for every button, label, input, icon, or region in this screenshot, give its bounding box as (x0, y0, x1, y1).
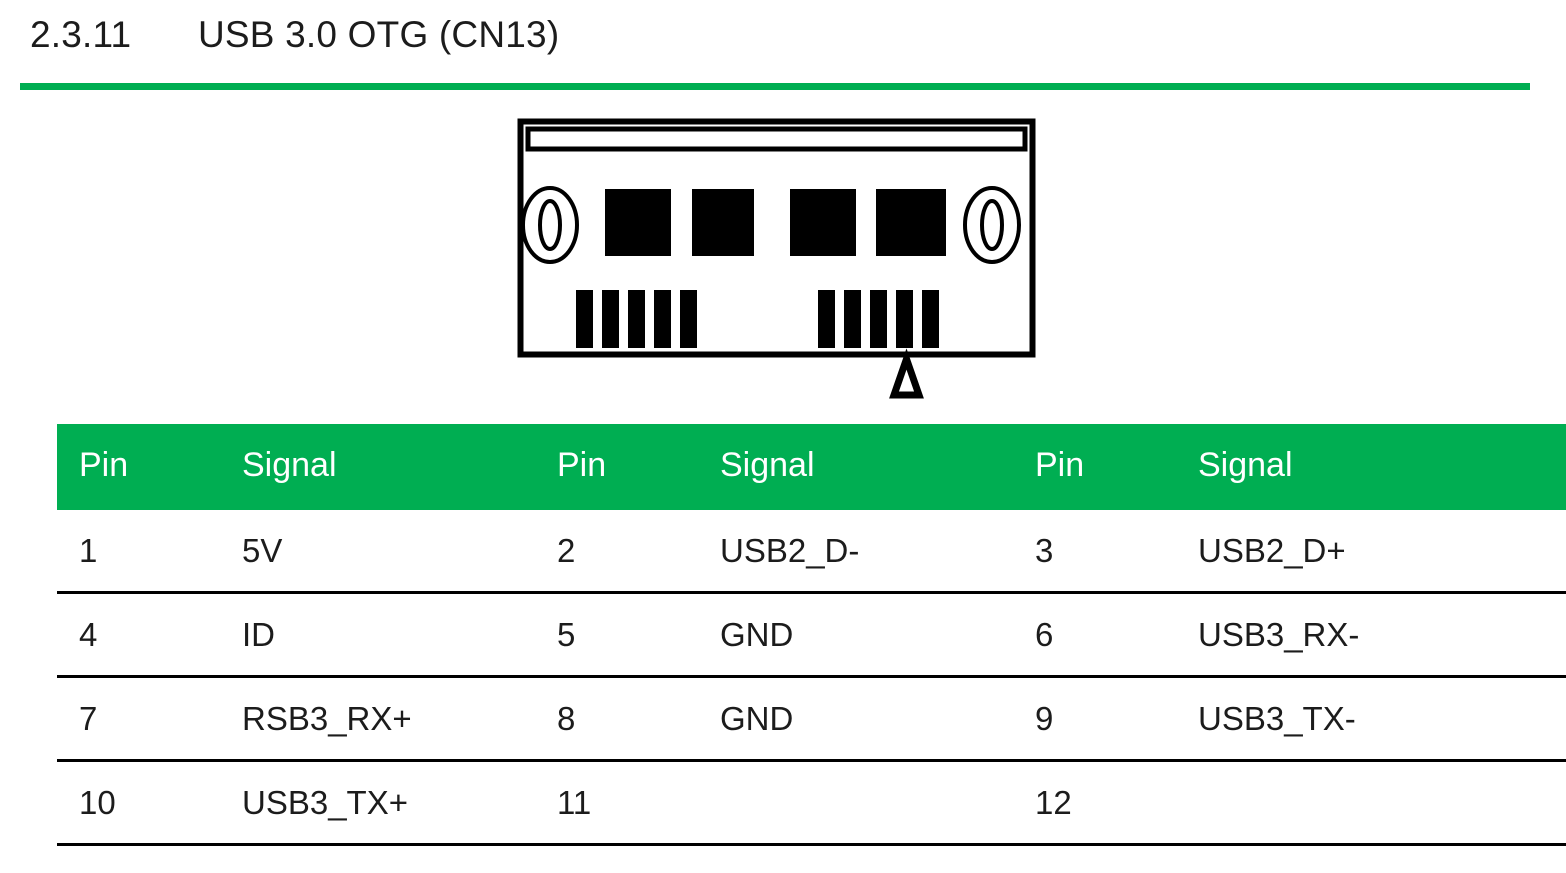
column-header-signal-3: Signal (1176, 424, 1566, 510)
connector-body-outline (517, 118, 1036, 358)
mounting-hole-left-icon (521, 186, 579, 264)
cell-signal: USB2_D+ (1176, 510, 1566, 594)
cell-pin: 7 (57, 676, 220, 762)
table-header-row: Pin Signal Pin Signal Pin Signal (57, 424, 1566, 510)
cell-signal: 5V (220, 510, 535, 594)
column-header-signal-1: Signal (220, 424, 535, 510)
column-header-pin-3: Pin (1013, 424, 1176, 510)
column-header-pin-1: Pin (57, 424, 220, 510)
cell-signal: RSB3_RX+ (220, 676, 535, 762)
table-row: 1 5V 2 USB2_D- 3 USB2_D+ (57, 510, 1566, 594)
cell-pin: 2 (535, 510, 698, 594)
cell-signal: GND (698, 676, 1013, 762)
heading-rule-divider (20, 83, 1530, 90)
section-number: 2.3.11 (30, 14, 132, 55)
cell-signal (1176, 760, 1566, 846)
section-title: USB 3.0 OTG (CN13) (198, 14, 560, 55)
table-row: 7 RSB3_RX+ 8 GND 9 USB3_TX- (57, 676, 1566, 762)
cell-signal (698, 760, 1013, 846)
cell-signal: USB3_TX- (1176, 676, 1566, 762)
connector-top-strip (525, 126, 1028, 152)
cell-signal: GND (698, 592, 1013, 678)
cell-signal: ID (220, 592, 535, 678)
pinout-table-header: Pin Signal Pin Signal Pin Signal (57, 424, 1566, 510)
orientation-triangle-icon (889, 348, 924, 399)
pinout-table: Pin Signal Pin Signal Pin Signal 1 5V 2 … (57, 424, 1566, 846)
table-row: 4 ID 5 GND 6 USB3_RX- (57, 592, 1566, 678)
cell-pin: 8 (535, 676, 698, 762)
column-header-pin-2: Pin (535, 424, 698, 510)
pinout-table-body: 1 5V 2 USB2_D- 3 USB2_D+ 4 ID 5 GND 6 US… (57, 510, 1566, 846)
connector-diagram (0, 110, 1566, 405)
column-header-signal-2: Signal (698, 424, 1013, 510)
solder-pad-2 (692, 189, 754, 256)
cell-pin: 12 (1013, 760, 1176, 846)
solder-pad-4 (876, 189, 946, 256)
pin-bar-group-left (576, 290, 697, 348)
cell-pin: 6 (1013, 592, 1176, 678)
mounting-hole-right-icon (963, 186, 1021, 264)
solder-pad-1 (605, 189, 671, 256)
cell-signal: USB2_D- (698, 510, 1013, 594)
table-row: 10 USB3_TX+ 11 12 (57, 760, 1566, 846)
cell-signal: USB3_RX- (1176, 592, 1566, 678)
cell-pin: 3 (1013, 510, 1176, 594)
page-title: 2.3.11 USB 3.0 OTG (CN13) (30, 14, 559, 56)
usb-connector-icon (517, 118, 1036, 399)
pin-bar-group-right (818, 290, 939, 348)
cell-pin: 11 (535, 760, 698, 846)
cell-pin: 4 (57, 592, 220, 678)
solder-pad-3 (790, 189, 856, 256)
cell-pin: 10 (57, 760, 220, 846)
cell-pin: 9 (1013, 676, 1176, 762)
cell-pin: 1 (57, 510, 220, 594)
cell-pin: 5 (535, 592, 698, 678)
cell-signal: USB3_TX+ (220, 760, 535, 846)
